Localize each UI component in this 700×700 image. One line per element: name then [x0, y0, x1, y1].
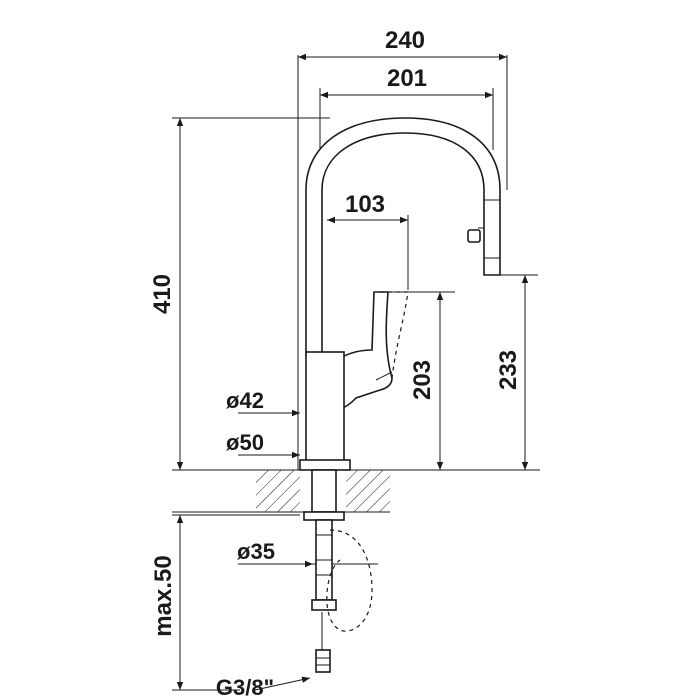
label-203: 203: [409, 360, 436, 400]
spray-button: [467, 229, 481, 243]
faucet-body: [305, 351, 345, 463]
label-240: 240: [385, 27, 425, 54]
label-diameter-50: ø50: [226, 430, 264, 455]
countertop-section: [172, 469, 390, 513]
label-diameter-35: ø35: [237, 539, 275, 564]
shank: [311, 469, 337, 513]
label-233: 233: [495, 350, 522, 390]
label-103: 103: [345, 191, 385, 218]
label-diameter-42: ø42: [226, 388, 264, 413]
base-ring: [299, 459, 351, 471]
label-410: 410: [149, 274, 176, 314]
dimension-labels: 240 201 103 410 203 233 ø42 ø50 ø35 max.…: [149, 27, 522, 700]
lever-alt-position: [380, 291, 409, 379]
dim-leader-thread: [254, 676, 311, 691]
pullout-hose: [326, 529, 373, 632]
label-thread: G3/8": [216, 675, 274, 700]
label-201: 201: [387, 65, 427, 92]
spout-outer: [305, 117, 501, 356]
dimension-lines: [176, 53, 529, 691]
label-max-50: max.50: [150, 555, 177, 636]
faucet: [299, 117, 501, 673]
connection-nut: [315, 649, 331, 673]
